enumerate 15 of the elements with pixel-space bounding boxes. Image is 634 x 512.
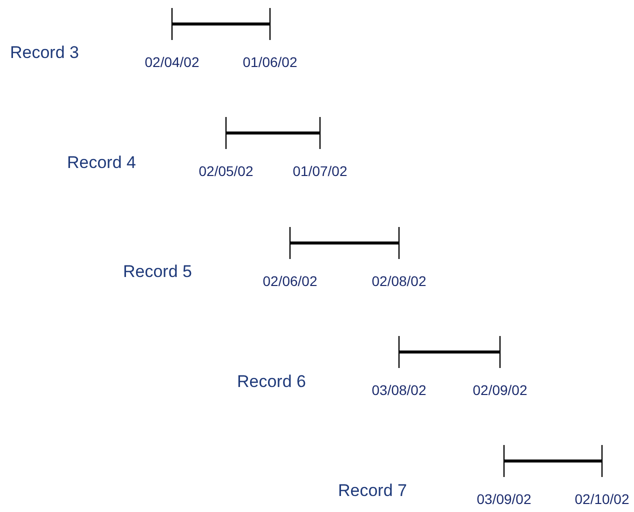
end-date: 02/08/02 — [372, 273, 426, 289]
end-date: 01/07/02 — [292, 163, 348, 179]
record-label: Record 5 — [123, 262, 192, 282]
start-date: 03/09/02 — [476, 491, 532, 507]
record-label: Record 7 — [338, 481, 407, 501]
record-label: Record 6 — [237, 372, 306, 392]
end-date: 01/06/02 — [242, 54, 298, 70]
start-date: 03/08/02 — [372, 382, 426, 398]
start-date: 02/05/02 — [198, 163, 254, 179]
record-label: Record 3 — [10, 43, 79, 63]
end-date: 02/09/02 — [472, 382, 528, 398]
start-date: 02/04/02 — [144, 54, 200, 70]
end-date: 02/10/02 — [574, 491, 630, 507]
start-date: 02/06/02 — [262, 273, 318, 289]
record-label: Record 4 — [67, 153, 136, 173]
